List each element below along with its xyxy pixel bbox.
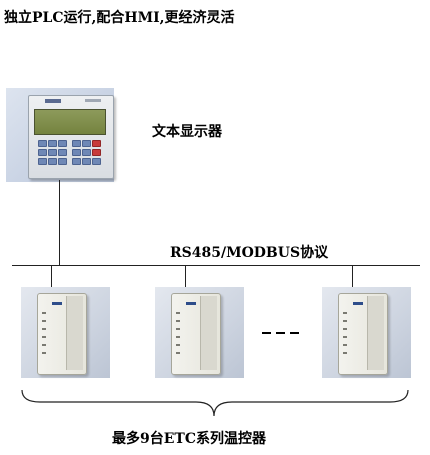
hmi-model-mark	[85, 99, 101, 102]
hmi-key	[48, 149, 57, 156]
controllers-label: 最多9台ETC系列温控器	[112, 431, 266, 447]
hmi-key	[72, 140, 81, 147]
hmi-brand-mark	[45, 99, 61, 103]
controller-drop-line	[51, 265, 52, 287]
ellipsis-dashes-icon	[290, 332, 299, 334]
controller-led	[176, 320, 180, 322]
controller-led	[176, 312, 180, 314]
hmi-key	[58, 149, 67, 156]
hmi-key	[82, 140, 91, 147]
page-title: 独立PLC运行,配合HMI,更经济灵活	[4, 10, 235, 26]
bus-label: RS485/MODBUS协议	[170, 245, 329, 261]
hmi-key	[92, 158, 101, 165]
ellipsis-dashes-icon	[276, 332, 285, 334]
hmi-lcd-screen	[34, 109, 106, 135]
hmi-key	[48, 158, 57, 165]
controller-brand-label	[353, 302, 363, 305]
controller-led	[42, 320, 46, 322]
controller-led	[176, 336, 180, 338]
controller-drop-line	[185, 265, 186, 287]
hmi-key-red	[92, 140, 101, 147]
hmi-key	[72, 158, 81, 165]
hmi-connection-line	[59, 180, 60, 265]
controller-led	[176, 328, 180, 330]
hmi-key	[82, 158, 91, 165]
controller-led	[176, 344, 180, 346]
controller-led	[42, 328, 46, 330]
controller-terminal-strip	[200, 296, 217, 370]
hmi-key	[58, 140, 67, 147]
controller-terminal-strip	[66, 296, 83, 370]
controller-led	[176, 352, 180, 354]
hmi-key	[38, 140, 47, 147]
ellipsis-dashes-icon	[262, 332, 271, 334]
controller-drop-line	[352, 265, 353, 287]
controller-brand-label	[52, 302, 62, 305]
controller-led	[343, 320, 347, 322]
controller-led	[42, 312, 46, 314]
controller-led	[42, 344, 46, 346]
rs485-bus-line	[12, 265, 420, 266]
controller-led	[343, 312, 347, 314]
controller-terminal-strip	[367, 296, 384, 370]
hmi-key	[58, 158, 67, 165]
curly-brace-icon	[21, 389, 409, 417]
hmi-key	[72, 149, 81, 156]
controller-led	[343, 328, 347, 330]
hmi-key	[38, 158, 47, 165]
controller-led	[343, 352, 347, 354]
hmi-key	[82, 149, 91, 156]
controller-led	[343, 336, 347, 338]
controller-brand-label	[186, 302, 196, 305]
hmi-key-red	[92, 149, 101, 156]
hmi-text-display-icon	[28, 95, 114, 179]
hmi-key	[38, 149, 47, 156]
controller-led	[42, 352, 46, 354]
hmi-label: 文本显示器	[152, 124, 222, 140]
controller-led	[343, 344, 347, 346]
hmi-key	[48, 140, 57, 147]
controller-led	[42, 336, 46, 338]
